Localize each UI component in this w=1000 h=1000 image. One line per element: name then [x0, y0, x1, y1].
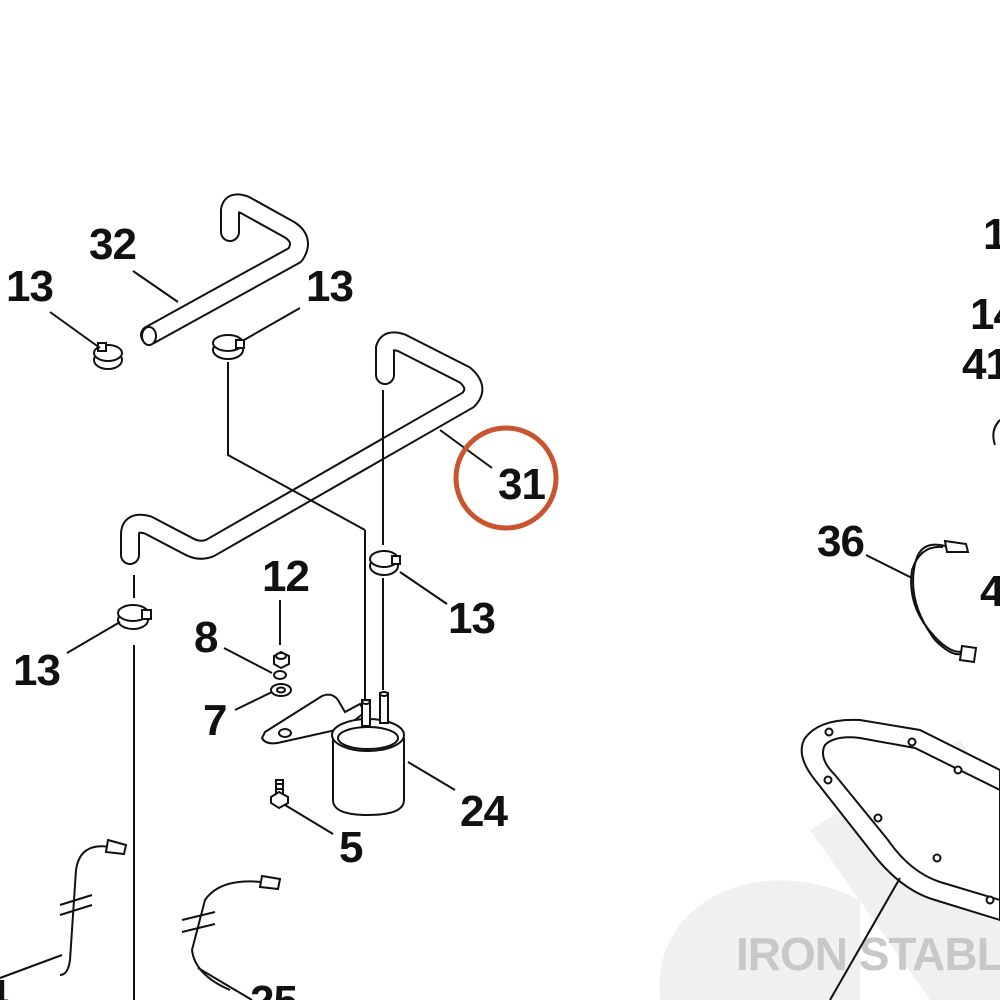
callout-24: 24	[460, 787, 508, 836]
callout-36: 36	[817, 517, 864, 566]
callout-31: 31	[498, 460, 545, 509]
nut-12[interactable]	[273, 650, 290, 670]
callout-8: 8	[194, 613, 218, 662]
hose-clamp-lower-left[interactable]	[117, 604, 152, 630]
wire-lead-36[interactable]	[910, 539, 978, 664]
watermark-text: IRON STABLE	[736, 928, 1000, 980]
bolt-5[interactable]	[270, 779, 289, 810]
flat-washer-7[interactable]	[270, 683, 292, 697]
canister-24[interactable]	[331, 691, 405, 817]
assembly-lines	[133, 362, 384, 1000]
callout-41-edge: 41	[962, 340, 1000, 389]
callout-4-bottom-left: 4	[0, 971, 9, 1000]
edge-part	[992, 419, 1000, 446]
callout-12: 12	[262, 552, 309, 601]
leader-lines	[0, 270, 913, 1000]
callout-13-upper: 13	[306, 262, 353, 311]
hose-clamp-upper-right[interactable]	[212, 334, 245, 360]
callout-7: 7	[203, 696, 226, 745]
hose-32[interactable]	[140, 193, 309, 346]
callout-13-mid: 13	[448, 594, 495, 643]
callout-14-edge: 14	[970, 290, 1000, 339]
callout-5: 5	[339, 823, 363, 872]
highlight-circle	[453, 425, 559, 531]
gasket[interactable]	[800, 718, 1000, 922]
lock-washer-8[interactable]	[273, 670, 287, 680]
callout-25-bottom: 25	[250, 977, 297, 1000]
callout-4-edge: 4	[980, 567, 1000, 616]
callout-1-edge: 1	[983, 210, 1000, 259]
callout-13-left: 13	[6, 262, 53, 311]
hose-31[interactable]	[120, 331, 484, 565]
hose-clamp-mid[interactable]	[369, 550, 401, 576]
wire-lead-lower-mid[interactable]	[181, 874, 282, 991]
callout-13-lower: 13	[13, 646, 60, 695]
callout-32: 32	[89, 220, 136, 269]
wire-lead-lower-left[interactable]	[59, 838, 128, 976]
